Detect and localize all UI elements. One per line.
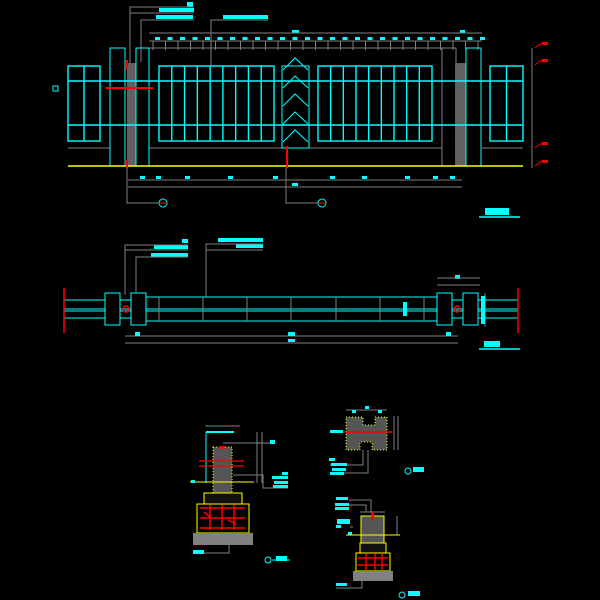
dim-label xyxy=(217,37,223,40)
dim-label xyxy=(205,37,210,40)
dim-label xyxy=(273,176,278,179)
section-cut-marks xyxy=(106,60,288,168)
dim-label xyxy=(156,176,161,179)
chevron xyxy=(282,93,309,107)
dim-label xyxy=(330,37,335,40)
left-pillar-fill xyxy=(127,63,136,166)
dim-label xyxy=(192,37,198,40)
panel-frame xyxy=(158,65,275,142)
dimension-labels xyxy=(155,37,485,40)
dim-label xyxy=(155,37,160,40)
dim-label xyxy=(305,37,310,40)
plan-break-lines xyxy=(63,288,519,333)
dim-label xyxy=(480,37,485,40)
elevation-title-block xyxy=(479,208,520,218)
dim-label xyxy=(392,37,398,40)
detail-3-title xyxy=(398,591,420,599)
right-pillar xyxy=(441,47,457,167)
dim-label xyxy=(430,37,435,40)
detail-2-title xyxy=(404,467,424,475)
plan-title-block xyxy=(479,341,520,350)
plan-pillars xyxy=(104,292,479,326)
chevron xyxy=(282,57,309,71)
chevron xyxy=(282,111,309,125)
dim-label xyxy=(342,37,348,40)
detail-1-title xyxy=(264,556,290,564)
dimension-ticks xyxy=(152,41,479,50)
section-marker-2 xyxy=(317,198,327,208)
dim-label xyxy=(405,37,410,40)
dim-label xyxy=(242,37,248,40)
dim-label xyxy=(405,176,410,179)
dim-label xyxy=(180,37,185,40)
elevation-labels xyxy=(156,2,465,33)
dim-label xyxy=(292,183,298,186)
fence-panels xyxy=(67,65,524,142)
dim-label xyxy=(292,37,298,40)
dim-label xyxy=(367,37,373,40)
dim-label xyxy=(355,37,360,40)
left-pillar xyxy=(109,47,126,167)
dim-label xyxy=(317,37,323,40)
dim-label xyxy=(280,37,285,40)
level-markers xyxy=(534,42,548,167)
dim-label xyxy=(185,176,190,179)
dim-label xyxy=(433,176,438,179)
right-pillar-fill xyxy=(455,63,466,166)
foundation-detail-3 xyxy=(335,497,420,599)
central-gate xyxy=(281,57,310,149)
dim-label xyxy=(230,37,235,40)
section-marker-1 xyxy=(158,198,168,208)
fence-plan xyxy=(63,238,520,350)
dim-label xyxy=(167,37,173,40)
panel-frame xyxy=(317,65,433,142)
dim-label xyxy=(228,176,233,179)
dim-label xyxy=(330,176,335,179)
dim-label xyxy=(255,37,260,40)
dim-label xyxy=(267,37,273,40)
dim-label xyxy=(450,176,455,179)
dim-label xyxy=(455,37,460,40)
post-section-detail-2 xyxy=(329,406,424,475)
plan-labels xyxy=(151,238,460,279)
chevron xyxy=(282,129,309,143)
dim-label xyxy=(140,176,145,179)
fence-elevation xyxy=(52,2,548,218)
foundation-detail-1 xyxy=(190,425,290,564)
dim-label xyxy=(380,37,385,40)
dim-label xyxy=(442,37,448,40)
dim-label xyxy=(362,176,367,179)
axis-marker xyxy=(52,85,59,92)
dim-label xyxy=(467,37,473,40)
dim-label xyxy=(417,37,423,40)
chevron xyxy=(282,75,309,89)
